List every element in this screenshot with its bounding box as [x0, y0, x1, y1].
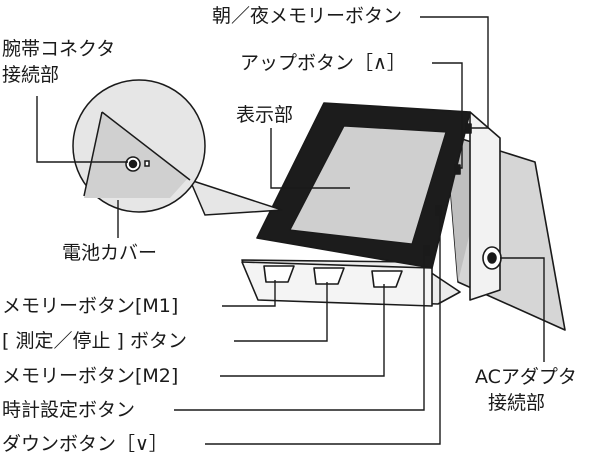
label-down-button: ダウンボタン［∨］	[2, 433, 168, 455]
device-body	[241, 102, 566, 331]
label-ac-adapter-line2: 接続部	[488, 392, 546, 414]
cuff-connector-inset	[72, 79, 283, 216]
label-clock-setting-button: 時計設定ボタン	[2, 399, 136, 421]
label-battery-cover: 電池カバー	[62, 242, 158, 264]
leader-lines	[36, 16, 545, 445]
label-up-button: アップボタン［∧］	[240, 52, 406, 74]
label-display: 表示部	[236, 104, 294, 126]
label-measure-stop-button: [ 測定／停止 ] ボタン	[2, 330, 187, 352]
label-cuff-connector-line1: 腕帯コネクタ	[2, 38, 116, 60]
label-cuff-connector-line2: 接続部	[2, 64, 60, 86]
label-ac-adapter-line1: ACアダプタ	[475, 366, 577, 388]
label-memory-button-m1: メモリーボタン[M1]	[2, 295, 179, 317]
label-morning-night-memory-button: 朝／夜メモリーボタン	[212, 5, 403, 27]
label-memory-button-m2: メモリーボタン[M2]	[2, 365, 179, 387]
